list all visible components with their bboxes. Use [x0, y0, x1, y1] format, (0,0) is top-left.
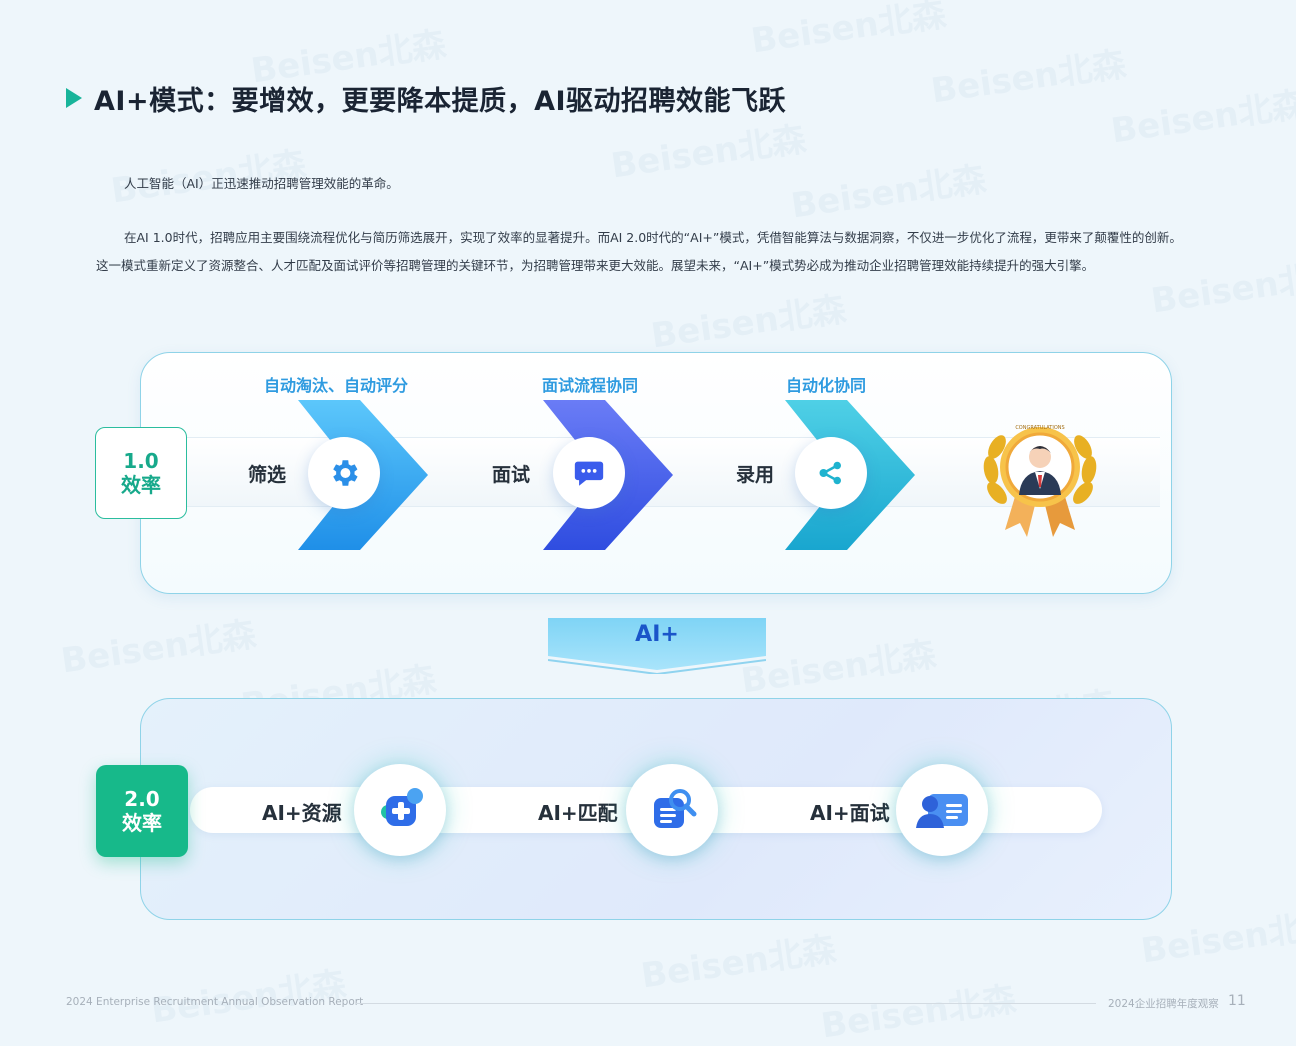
watermark: Beisen北森: [1108, 84, 1296, 152]
step-offer-caption: 自动化协同: [786, 376, 867, 395]
watermark: Beisen北森: [608, 119, 809, 187]
watermark: Beisen北森: [788, 159, 989, 227]
watermark: Beisen北森: [638, 929, 839, 997]
ai-plus-label: AI+: [635, 622, 679, 647]
share-icon: [819, 461, 841, 485]
efficiency-2-version: 2.0: [124, 787, 160, 811]
add-resource-icon: [381, 788, 423, 826]
page-number: 11: [1228, 993, 1246, 1009]
page-title: AI+模式：要增效，更要降本提质，AI驱动招聘效能飞跃: [94, 85, 787, 117]
ai-interview-icon-circle: [896, 764, 988, 856]
triangle-bullet-icon: [66, 88, 82, 108]
watermark: Beisen北森: [648, 289, 849, 357]
ai-match-label: AI+匹配: [538, 801, 618, 825]
step-interview-label: 面试: [492, 464, 531, 486]
watermark: Beisen北森: [928, 44, 1129, 112]
step-screening-icon-circle: [308, 437, 380, 509]
body-paragraph: 在AI 1.0时代，招聘应用主要围绕流程优化与简历筛选展开，实现了效率的显著提升…: [96, 230, 1182, 273]
efficiency-2-label: 效率: [122, 811, 162, 835]
award-badge-icon: CONGRATULATIONS: [983, 425, 1097, 537]
ai-resource-label: AI+资源: [262, 801, 342, 825]
footer-report-title: 2024 Enterprise Recruitment Annual Obser…: [66, 996, 364, 1008]
ai-resource-icon-circle: [354, 764, 446, 856]
footer-divider: [356, 1003, 1096, 1004]
ai-plus-arrow: [548, 618, 766, 674]
efficiency-1-label: 效率: [121, 473, 161, 497]
document-search-icon: [654, 789, 697, 828]
ai-interview-label: AI+面试: [810, 801, 890, 825]
step-offer-icon-circle: [795, 437, 867, 509]
ai-match-icon-circle: [626, 764, 718, 856]
section-heading: AI+模式：要增效，更要降本提质，AI驱动招聘效能飞跃: [66, 78, 786, 118]
watermark: Beisen北森: [748, 0, 949, 62]
efficiency-2-badge: 2.0 效率: [96, 765, 188, 857]
step-screening-label: 筛选: [248, 464, 287, 486]
watermark: Beisen北森: [738, 634, 939, 702]
footer-report-title-cn: 2024企业招聘年度观察: [1108, 998, 1219, 1010]
watermark: Beisen北森: [818, 979, 1019, 1046]
user-card-icon: [916, 794, 968, 828]
step-screening-caption: 自动淘汰、自动评分: [264, 376, 409, 395]
gear-icon: [333, 460, 358, 486]
watermark: Beisen北森: [148, 964, 349, 1032]
step-interview-caption: 面试流程协同: [542, 376, 639, 395]
efficiency-1-badge: 1.0 效率: [95, 427, 187, 519]
badge-text: CONGRATULATIONS: [1015, 425, 1064, 431]
intro-paragraph: 人工智能（AI）正迅速推动招聘管理效能的革命。: [124, 176, 399, 191]
step-offer-label: 录用: [736, 464, 775, 486]
watermark: Beisen北森: [58, 614, 259, 682]
step-interview-icon-circle: [553, 437, 625, 509]
efficiency-1-version: 1.0: [123, 449, 159, 473]
chat-bubble-icon: [574, 461, 604, 486]
